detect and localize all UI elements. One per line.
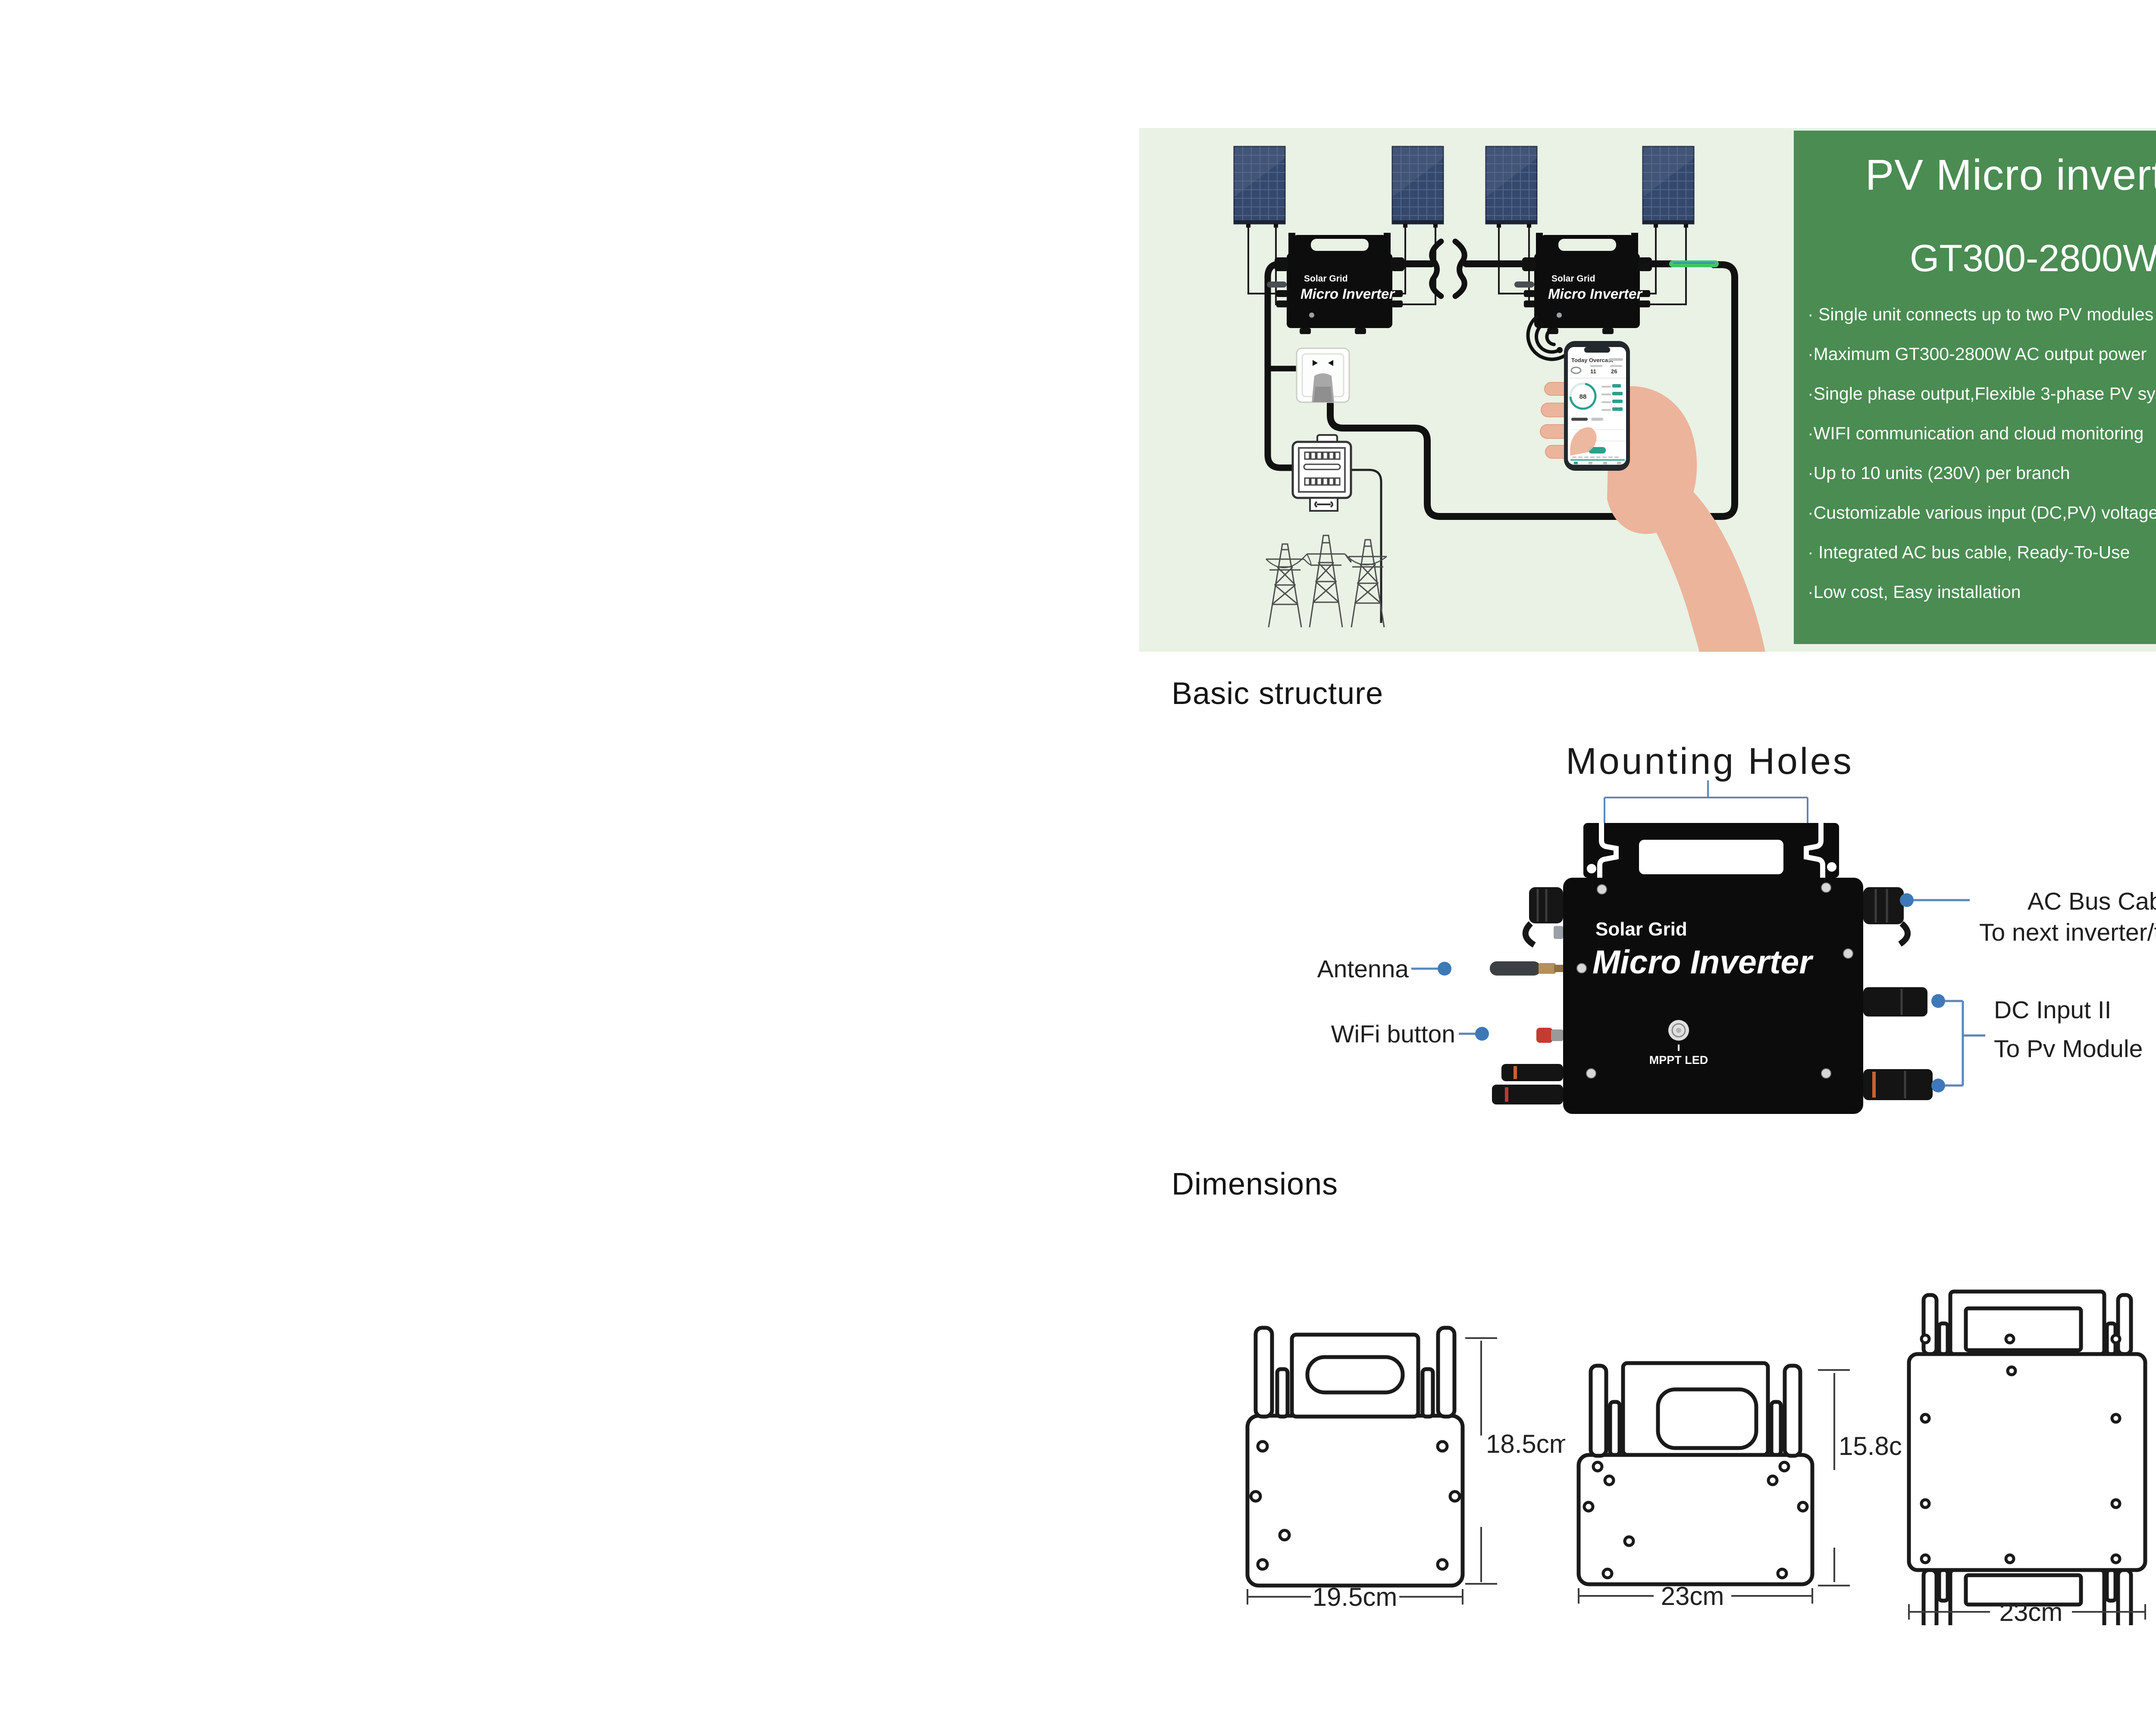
meter-grid-wire — [1351, 469, 1382, 623]
outline-drawing — [1576, 1361, 1814, 1586]
ac-cable-marker — [1900, 893, 1914, 907]
solar-panel-group — [1233, 146, 1695, 228]
connectors — [1490, 887, 1933, 1104]
feature-item: ·Low cost, Easy installation — [1808, 582, 2021, 602]
dimension-drawing-2: 15.8cm 23cm — [1576, 1361, 1902, 1610]
ac-cable-label-line2: To next inverter/the Grid — [1979, 919, 2156, 946]
width-dimension: 23cm — [1999, 1598, 2063, 1625]
inverter-name-text: Micro Inverter — [1548, 286, 1643, 302]
product-summary-panel: PV Micro inverter GT300-2800W · Single u… — [1794, 131, 2156, 644]
callouts: Antenna WiFi button AC Bus Cable To next… — [1317, 888, 2156, 1092]
device-brand-text: Solar Grid — [1595, 919, 1687, 940]
wifi-button-label: WiFi button — [1331, 1020, 1455, 1048]
basic-structure-figure: Mounting Holes Solar Grid Micro Inverter… — [1317, 741, 2156, 1114]
height-dimension: 18.5cm — [1486, 1429, 1565, 1458]
dimension-drawing-1: 18.5cm 19.5cm — [1245, 1326, 1565, 1611]
dimension-drawing-3: 36.5cm 23cm — [1907, 1289, 2147, 1625]
wifi-button — [1536, 1028, 1563, 1043]
thumb — [1570, 427, 1597, 456]
dc-input-label-line2: To Pv Module — [1994, 1035, 2143, 1063]
solar-panel — [1485, 146, 1538, 228]
ac-connector-right — [1863, 887, 1911, 947]
hero-section: Solar Grid Micro Inverter Solar Grid Mic… — [1139, 128, 2156, 652]
mppt-led-label: MPPT LED — [1649, 1054, 1708, 1067]
product-title: PV Micro inverter — [1865, 151, 2156, 199]
dimension-lines: 18.5cm 19.5cm — [1247, 1337, 1565, 1611]
feature-item: ·Up to 10 units (230V) per branch — [1808, 463, 2070, 483]
ac-connector-left — [1522, 887, 1563, 948]
dc-input-marker — [1931, 1079, 1945, 1092]
app-stats — [1601, 384, 1623, 411]
micro-inverter-left: Solar Grid Micro Inverter — [1267, 233, 1404, 334]
dimensions-heading: Dimensions — [1172, 1167, 1338, 1201]
feature-item: ·Maximum GT300-2800W AC output power — [1808, 344, 2147, 364]
dc-connector-right-mid — [1863, 987, 1927, 1017]
inverter-brand-text: Solar Grid — [1551, 274, 1595, 284]
app-header: Today Overcast — [1571, 357, 1613, 363]
dimension-lines: 15.8cm 23cm — [1578, 1369, 1902, 1610]
outline-drawing — [1907, 1289, 2147, 1625]
antenna-label: Antenna — [1317, 955, 1409, 983]
width-dimension: 23cm — [1661, 1582, 1724, 1610]
app-temperature: 26 — [1611, 368, 1617, 375]
smartphone: Today Overcast 11 26 88 — [1564, 341, 1630, 471]
mounting-plate — [1583, 823, 1839, 878]
inverter-body: Solar Grid Micro Inverter MPPT LED — [1563, 878, 1863, 1114]
device-name-text: Micro Inverter — [1592, 944, 1814, 981]
outline-drawing — [1245, 1326, 1465, 1588]
feature-item: · Single unit connects up to two PV modu… — [1808, 304, 2154, 324]
system-diagram: Solar Grid Micro Inverter Solar Grid Mic… — [1233, 146, 1765, 652]
tower — [1266, 543, 1304, 628]
dc-connector-right-bottom — [1863, 1069, 1933, 1100]
solar-panel — [1642, 146, 1695, 228]
product-model: GT300-2800W — [1909, 237, 2156, 279]
height-dimension: 15.8cm — [1839, 1432, 1902, 1461]
power-towers — [1266, 535, 1387, 628]
width-dimension: 19.5cm — [1313, 1583, 1398, 1611]
app-bottom-nav — [1574, 462, 1621, 464]
screws — [1576, 882, 1853, 1079]
mounting-holes-label: Mounting Holes — [1566, 741, 1854, 782]
app-sun-hours: 11 — [1590, 368, 1596, 375]
app-gauge-value: 88 — [1579, 393, 1587, 400]
feature-list: · Single unit connects up to two PV modu… — [1808, 294, 2156, 612]
inverter-name-text: Micro Inverter — [1300, 286, 1395, 302]
energy-meter — [1291, 434, 1352, 512]
wifi-button-marker — [1475, 1027, 1489, 1041]
dc-connectors-left — [1492, 1064, 1563, 1104]
mounting-holes-bracket — [1604, 780, 1808, 827]
ac-cable-label-line1: AC Bus Cable — [2028, 888, 2156, 915]
solar-panel — [1391, 146, 1444, 228]
feature-item: ·Single phase output,Flexible 3-phase PV… — [1808, 383, 2156, 404]
dc-input-marker — [1931, 994, 1945, 1008]
tower — [1307, 535, 1345, 628]
antenna — [1490, 961, 1563, 976]
dc-input-label-line1: DC Input II — [1994, 996, 2111, 1024]
feature-item: ·WIFI communication and cloud monitoring — [1808, 423, 2144, 443]
dimension-lines: 36.5cm 23cm — [1908, 1598, 2146, 1625]
wifi-icon — [1526, 315, 1569, 361]
inverter-brand-text: Solar Grid — [1304, 274, 1348, 284]
wall-socket — [1296, 347, 1350, 403]
basic-structure-heading: Basic structure — [1172, 676, 1384, 711]
solar-panel — [1233, 146, 1286, 228]
antenna-marker — [1438, 962, 1451, 976]
feature-item: ·Customizable various input (DC,PV) volt… — [1808, 502, 2156, 522]
side-port — [1554, 926, 1563, 939]
feature-item: · Integrated AC bus cable, Ready-To-Use — [1808, 542, 2130, 562]
